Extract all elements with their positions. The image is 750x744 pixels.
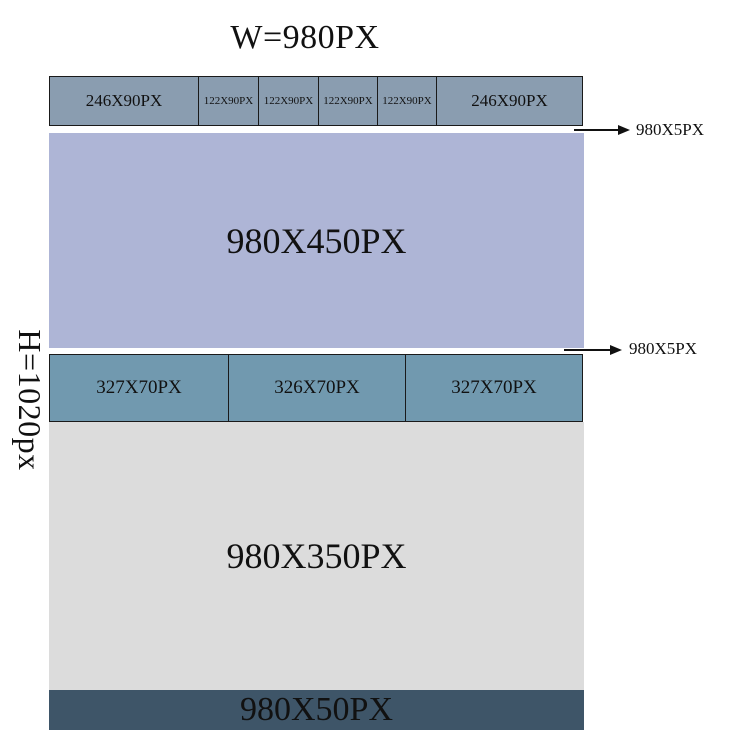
header-cell-2: 122X90PX [198,76,259,126]
gap-label-1: 980X5PX [636,120,705,139]
middle-cell-2: 326X70PX [228,354,406,422]
gap-arrow-2-line [564,349,612,351]
content-block: 980X350PX [49,422,584,690]
header-cell-6: 246X90PX [436,76,583,126]
gap-label-2: 980X5PX [629,339,698,358]
header-cell-4: 122X90PX [318,76,378,126]
header-cell-5: 122X90PX [377,76,437,126]
footer-block: 980X50PX [49,690,584,730]
gap-arrow-2-head [610,345,622,355]
height-label: H=1020px [12,329,49,471]
middle-cell-3: 327X70PX [405,354,583,422]
banner-block: 980X450PX [49,133,584,348]
gap-arrow-1-head [618,125,630,135]
middle-cell-1: 327X70PX [49,354,229,422]
gap-arrow-1-line [574,129,620,131]
width-label: W=980PX [230,19,380,56]
header-cell-3: 122X90PX [258,76,319,126]
header-cell-1: 246X90PX [49,76,199,126]
